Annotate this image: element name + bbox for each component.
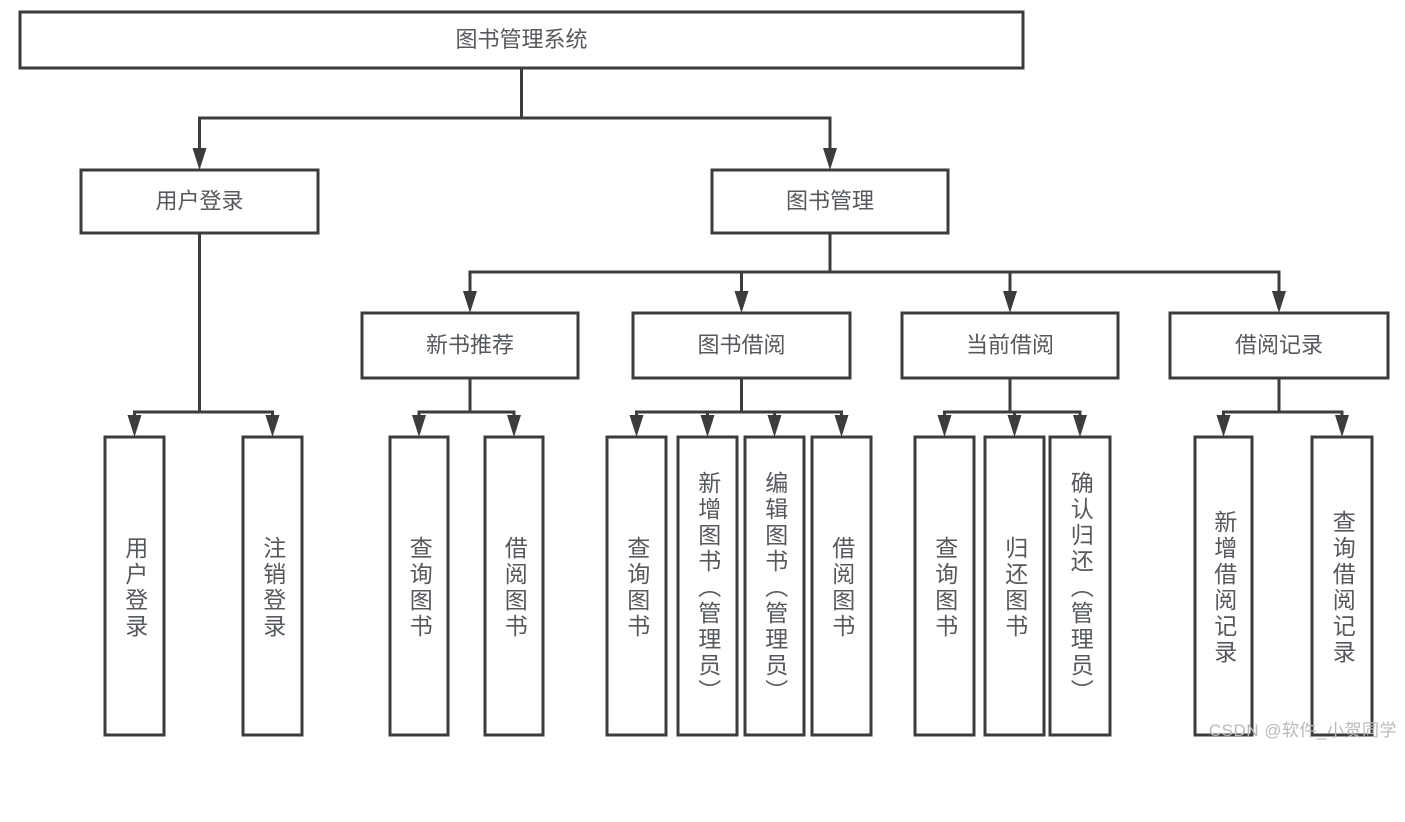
node-label: 图书管理 bbox=[786, 188, 874, 213]
node-图书管理[interactable]: 图书管理 bbox=[710, 168, 950, 235]
csdn-watermark: CSDN @软件_小贺同学 bbox=[1208, 721, 1397, 740]
leaf-查询借阅记录-12[interactable] bbox=[1310, 435, 1374, 737]
leaf-注销登录-1[interactable] bbox=[241, 435, 304, 737]
arrow-head-icon bbox=[734, 291, 749, 313]
node-label: 当前借阅 bbox=[966, 332, 1054, 357]
leaf-查询图书-4[interactable] bbox=[605, 435, 668, 737]
arrow-head-icon bbox=[412, 415, 426, 437]
node-图书管理系统[interactable]: 图书管理系统 bbox=[18, 10, 1025, 70]
node-图书借阅[interactable]: 图书借阅 bbox=[631, 311, 852, 380]
leaf-借阅图书-7[interactable] bbox=[810, 435, 873, 737]
leaf-借阅图书-3[interactable] bbox=[483, 435, 545, 737]
arrow-head-icon bbox=[937, 415, 952, 437]
arrow-head-icon bbox=[1007, 415, 1022, 437]
arrow-head-icon bbox=[1216, 415, 1231, 437]
diagram-canvas: 图书管理系统用户登录图书管理新书推荐图书借阅当前借阅借阅记录 用户登录注销登录查… bbox=[18, 10, 1397, 740]
arrow-head-icon bbox=[192, 148, 207, 170]
arrow-head-icon bbox=[507, 415, 521, 437]
arrow-head-icon bbox=[463, 291, 477, 313]
node-label: 借阅记录 bbox=[1235, 332, 1323, 357]
arrow-head-icon bbox=[823, 148, 837, 170]
leaf-新增借阅记录-11[interactable] bbox=[1193, 435, 1254, 737]
node-新书推荐[interactable]: 新书推荐 bbox=[360, 311, 580, 380]
leaf-查询图书-2[interactable] bbox=[388, 435, 450, 737]
node-label: 图书管理系统 bbox=[455, 27, 587, 52]
leaf-新增图书管理员-5[interactable] bbox=[676, 435, 739, 737]
arrow-head-icon bbox=[700, 415, 715, 437]
arrow-head-icon bbox=[629, 415, 644, 437]
node-当前借阅[interactable]: 当前借阅 bbox=[900, 311, 1120, 380]
arrow-head-icon bbox=[1073, 415, 1087, 437]
leaf-编辑图书管理员-6[interactable] bbox=[743, 435, 806, 737]
node-label: 图书借阅 bbox=[697, 332, 785, 357]
arrow-head-icon bbox=[127, 415, 142, 437]
arrow-head-icon bbox=[265, 415, 280, 437]
arrow-head-icon bbox=[1335, 415, 1349, 437]
arrow-head-icon bbox=[1003, 291, 1017, 313]
node-借阅记录[interactable]: 借阅记录 bbox=[1168, 311, 1390, 380]
leaf-用户登录-0[interactable] bbox=[103, 435, 166, 737]
leaf-确认归还管理员-10[interactable] bbox=[1048, 435, 1112, 737]
node-label: 新书推荐 bbox=[426, 332, 514, 357]
arrow-head-icon bbox=[767, 415, 782, 437]
leaf-查询图书-8[interactable] bbox=[913, 435, 976, 737]
leaf-归还图书-9[interactable] bbox=[983, 435, 1046, 737]
node-用户登录[interactable]: 用户登录 bbox=[79, 168, 320, 235]
arrow-head-icon bbox=[1272, 291, 1286, 313]
node-label: 用户登录 bbox=[155, 188, 243, 213]
arrow-head-icon bbox=[834, 415, 849, 437]
